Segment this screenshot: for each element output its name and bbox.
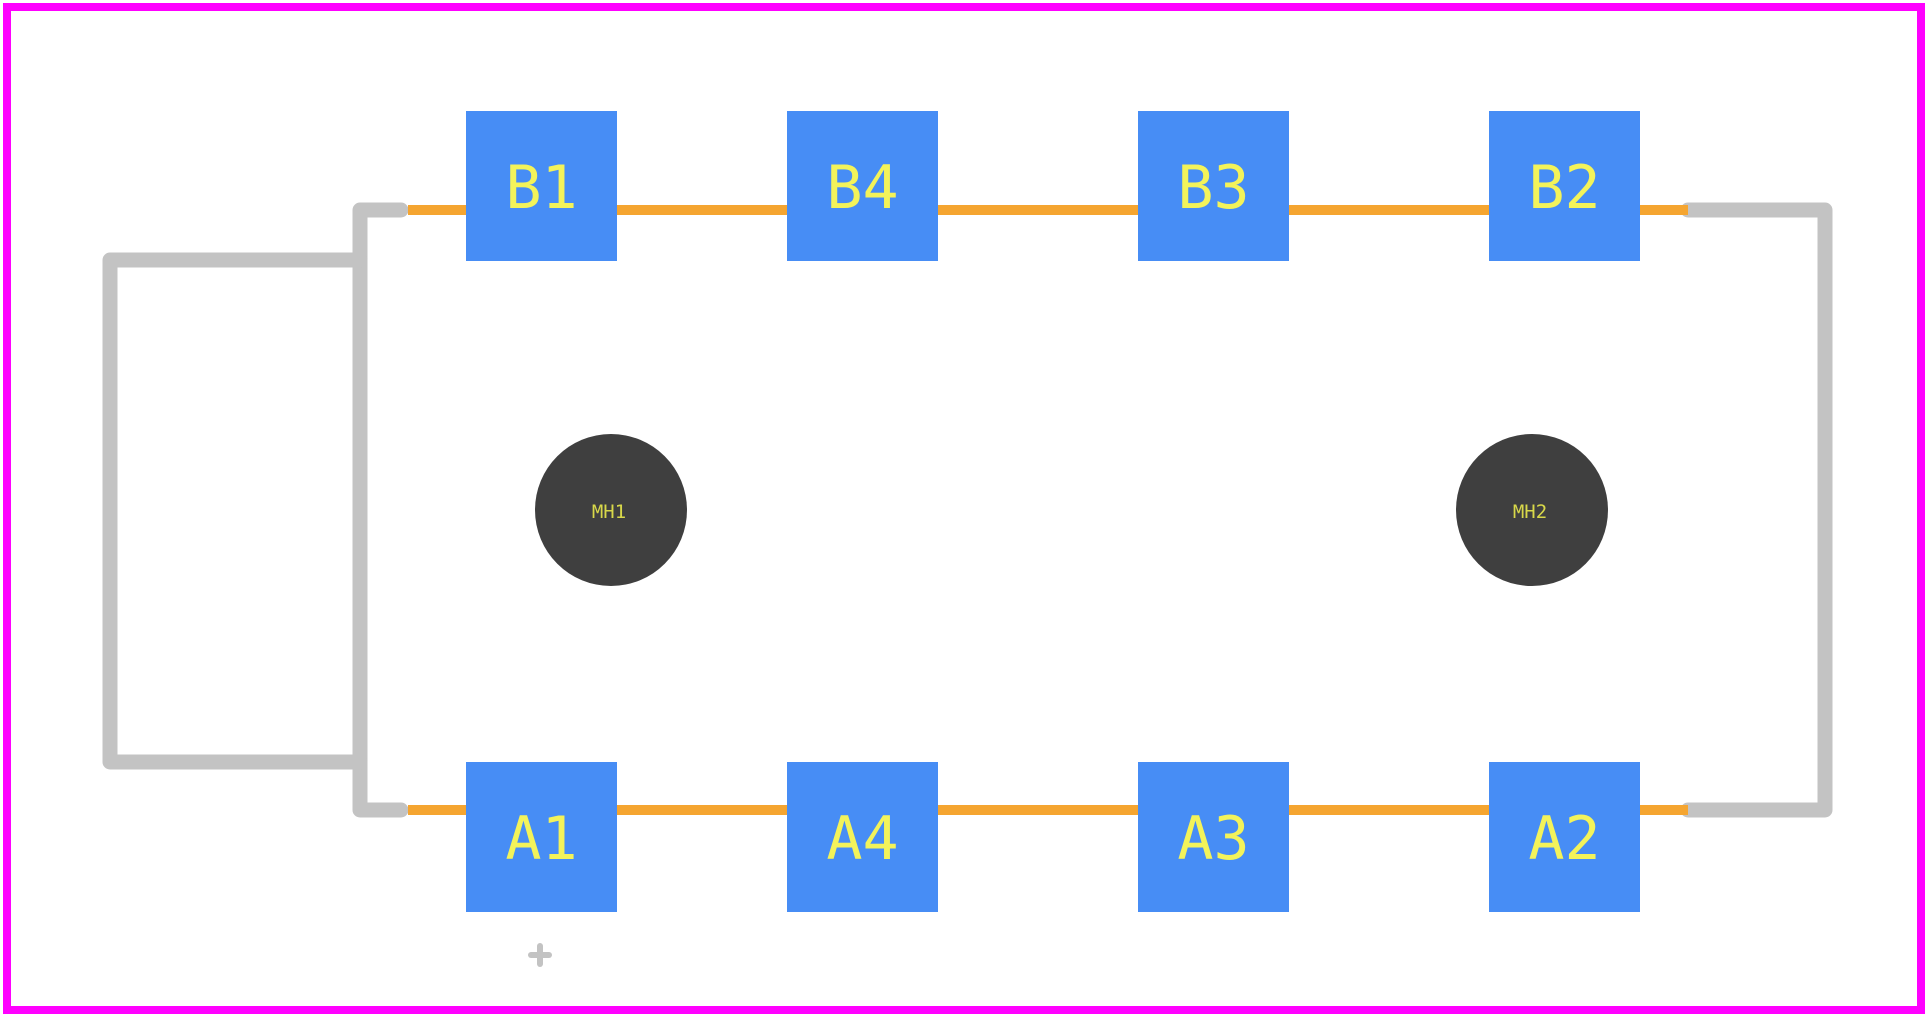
top-pad-row: B1 B4 B3 B2 [466,111,1640,261]
pad-label-a3: A3 [1177,804,1249,874]
pad-label-b3: B3 [1177,153,1249,223]
pad-label-b2: B2 [1528,153,1600,223]
pad-a4[interactable]: A4 [787,762,938,912]
pad-b4[interactable]: B4 [787,111,938,261]
pad-a2[interactable]: A2 [1489,762,1640,912]
pad-label-a2: A2 [1528,804,1600,874]
hole-label-mh1: MH1 [592,501,626,523]
pad-label-b1: B1 [505,153,577,223]
bottom-pad-row: A1 A4 A3 A2 [466,762,1640,912]
copper-traces [408,205,1688,815]
pad-b3[interactable]: B3 [1138,111,1289,261]
mounting-hole-mh2[interactable]: MH2 [1456,434,1608,586]
pad-label-b4: B4 [826,153,898,223]
board-outline [3,3,1925,1014]
pad-b1[interactable]: B1 [466,111,617,261]
origin-cross-icon [528,943,552,967]
pad-b2[interactable]: B2 [1489,111,1640,261]
pad-a3[interactable]: A3 [1138,762,1289,912]
pad-label-a4: A4 [826,804,898,874]
pad-label-a1: A1 [505,804,577,874]
silkscreen-outline [102,202,1833,818]
mounting-hole-mh1[interactable]: MH1 [535,434,687,586]
pad-a1[interactable]: A1 [466,762,617,912]
hole-label-mh2: MH2 [1513,501,1547,523]
